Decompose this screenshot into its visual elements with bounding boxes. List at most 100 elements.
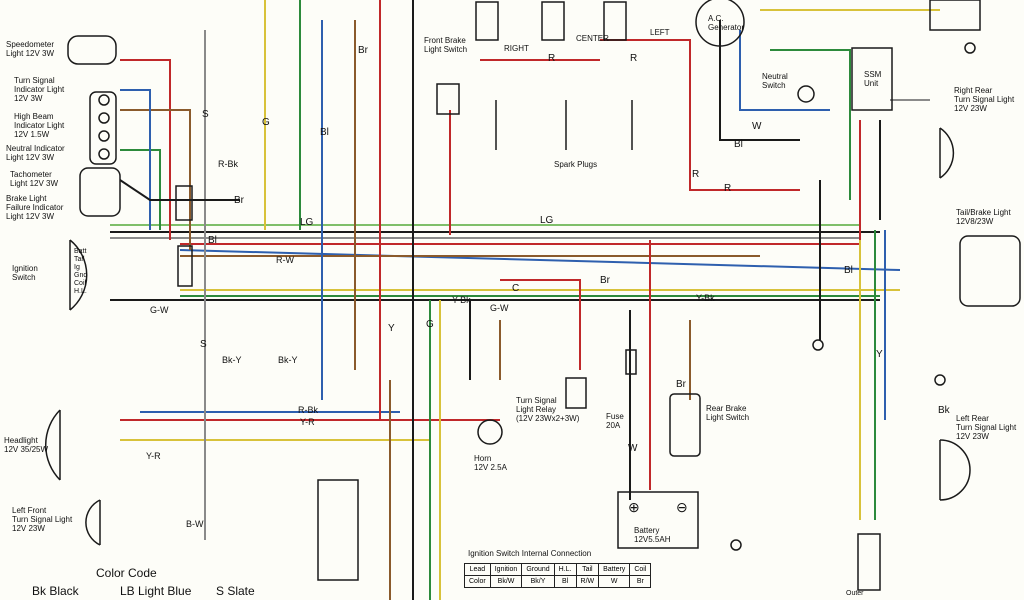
front-brake-switch-body: [436, 83, 460, 115]
outer-label: Outer: [846, 590, 864, 597]
connector-block-bottom: [317, 479, 359, 581]
wire-label: Bl: [844, 265, 853, 276]
battery-label: Battery 12V5.5AH: [634, 526, 671, 544]
table-row: Lead Ignition Ground H.L. Tail Battery C…: [464, 563, 652, 576]
ignition-switch-label: Ignition Switch: [12, 264, 38, 282]
left-front-turn-label: Left Front Turn Signal Light 12V 23W: [12, 506, 73, 533]
outer-connector: [857, 533, 881, 591]
wire-label: B-W: [186, 519, 204, 529]
neutral-switch-body: [797, 85, 815, 103]
speedometer-label: Speedometer Light 12V 3W: [6, 40, 55, 58]
wire-green-top: [770, 49, 851, 200]
fuse-body: [625, 349, 637, 375]
headlight-shell: [44, 409, 61, 481]
wire-label: Bk: [938, 405, 950, 416]
wire-label: LG: [300, 217, 314, 228]
high-beam-label: High Beam Indicator Light 12V 1.5W: [14, 112, 65, 139]
neutral-bulb: [98, 130, 110, 142]
wire-black-top: [719, 20, 800, 141]
wire-label: G: [262, 117, 270, 128]
tachometer-lamp: [79, 167, 121, 217]
horn-label: Horn 12V 2.5A: [474, 454, 507, 472]
wire-label: R: [692, 169, 700, 180]
table-header-cell: Lead: [464, 563, 491, 576]
table-cell: Br: [629, 575, 652, 588]
table-cell: Color: [464, 575, 491, 588]
ground-terminal-3: [934, 374, 946, 386]
speedometer-lamp: [67, 35, 117, 65]
top-right-connector: [929, 0, 981, 31]
color-code-title: Color Code: [96, 566, 157, 580]
table-cell: Bk/Y: [521, 575, 555, 588]
wire-label: W: [752, 121, 762, 132]
high-beam-bulb: [98, 112, 110, 124]
wire-label: Br: [234, 195, 244, 206]
harness: [110, 0, 940, 600]
wire-label: Y-R: [146, 451, 161, 461]
battery-body: [617, 491, 699, 549]
wire-green-left: [120, 149, 161, 230]
color-code-entry: Bk Black: [32, 584, 79, 598]
ssm-unit-label: SSM Unit: [864, 70, 882, 88]
wire-label: R-Bk: [298, 405, 318, 415]
tachometer-label: Tachometer Light 12V 3W: [10, 170, 59, 188]
table-header-cell: Ignition: [489, 563, 523, 576]
table-header-cell: Ground: [521, 563, 555, 576]
wire-label: Bl: [208, 235, 217, 246]
wire-label: Bl: [320, 127, 329, 138]
right-rear-turn-label: Right Rear Turn Signal Light 12V 23W: [954, 86, 1015, 113]
table-header-cell: H.L.: [553, 563, 577, 576]
table-cell: W: [598, 575, 631, 588]
ac-generator-label: A.C. Generator: [708, 14, 745, 32]
ignition-switch-body: [69, 239, 88, 311]
rear-brake-switch-label: Rear Brake Light Switch: [706, 404, 750, 422]
table-header-cell: Battery: [598, 563, 631, 576]
wire-label: R-W: [276, 255, 294, 265]
color-code-entry: LB Light Blue: [120, 584, 192, 598]
coil-left: [603, 1, 627, 41]
turn-indicator-bulb: [98, 94, 110, 106]
headlight-label: Headlight 12V 35/25W: [4, 436, 49, 454]
wire-label: Br: [358, 45, 368, 56]
wire-blue-main: [179, 249, 901, 271]
battery-minus: ⊖: [676, 499, 688, 515]
tail-brake-label: Tail/Brake Light 12V8/23W: [956, 208, 1011, 226]
wire-red-left: [120, 59, 171, 240]
coil-center: [541, 1, 565, 41]
wire-label: Br: [676, 379, 686, 390]
wire-label: C: [512, 283, 520, 294]
table-cell: R/W: [575, 575, 600, 588]
ground-terminal-4: [964, 42, 976, 54]
spark-plugs-label: Spark Plugs: [554, 160, 598, 169]
wire-red-relay: [500, 279, 581, 370]
wire-blue-top: [739, 30, 830, 111]
wire-label: G-W: [490, 303, 509, 313]
wire-label: G: [426, 319, 434, 330]
wire-brown-left: [120, 109, 191, 250]
table-header-cell: Tail: [575, 563, 600, 576]
table-row: Color Bk/W Bk/Y Bl R/W W Br: [464, 575, 652, 588]
wire-red-top: [600, 39, 800, 191]
indicator-lamp-block: [89, 91, 117, 165]
right-label: RIGHT: [504, 44, 529, 53]
color-code-entry: S Slate: [216, 584, 255, 598]
wire-label: R: [724, 183, 732, 194]
ground-terminal-2: [812, 339, 824, 351]
connector-gauge: [175, 185, 193, 221]
connector-left: [177, 245, 193, 287]
coil-right: [475, 1, 499, 41]
wire-label: Y-R: [300, 417, 315, 427]
wire-blue-left: [120, 89, 151, 230]
right-rear-turn-shell: [939, 127, 955, 179]
rear-brake-switch-body: [669, 393, 701, 457]
left-front-turn-shell: [85, 499, 101, 546]
wire-label: S: [200, 339, 207, 350]
wire-label: Y: [876, 349, 883, 360]
neutral-switch-label: Neutral Switch: [762, 72, 788, 90]
wire-label: LG: [540, 215, 554, 226]
left-rear-turn-label: Left Rear Turn Signal Light 12V 23W: [956, 414, 1017, 441]
components: ⊕ ⊖: [44, 0, 1021, 591]
wire-label: Bk-Y: [278, 355, 298, 365]
ssm-unit-body: [851, 47, 893, 111]
